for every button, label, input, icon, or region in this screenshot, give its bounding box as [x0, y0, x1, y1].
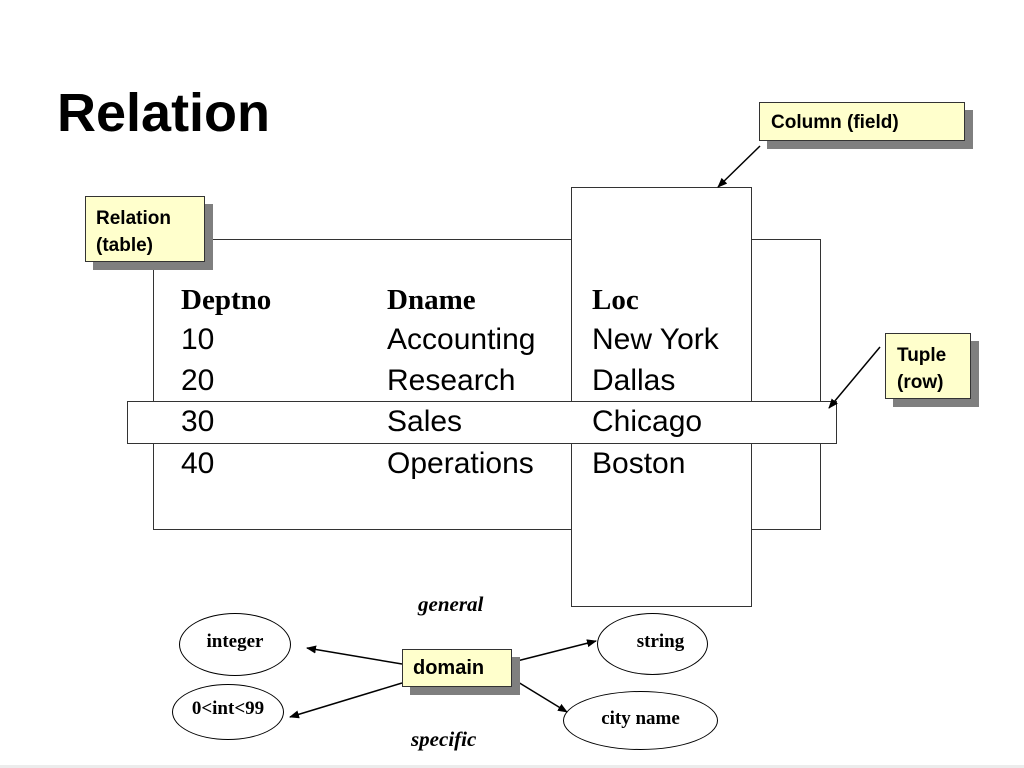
- slide-title: Relation: [57, 83, 271, 143]
- range-node-label: 0<int<99: [191, 698, 265, 719]
- slide-footer-line: [0, 765, 1024, 768]
- table-cell: Boston: [592, 447, 686, 480]
- range-node: 0<int<99: [172, 684, 284, 740]
- table-cell: Dallas: [592, 364, 676, 397]
- table-cell: Accounting: [387, 323, 536, 356]
- column-arrow: [717, 145, 761, 188]
- relation-callout: Relation (table): [85, 196, 205, 262]
- general-label: general: [418, 592, 484, 616]
- column-callout-label: Column (field): [771, 112, 899, 133]
- domain-to-string-arrow: [512, 639, 597, 663]
- city-node-label: city name: [601, 707, 680, 729]
- table-cell: Research: [387, 364, 516, 397]
- tuple-callout: Tuple (row): [885, 333, 971, 399]
- column-highlight: [571, 187, 752, 607]
- table-cell: Chicago: [592, 405, 703, 438]
- header-loc: Loc: [592, 284, 639, 316]
- domain-to-city-arrow: [512, 678, 568, 713]
- table-cell: New York: [592, 323, 719, 356]
- header-deptno: Deptno: [181, 284, 272, 316]
- relation-callout-line-2: (table): [96, 235, 153, 256]
- domain-box-label: domain: [413, 657, 485, 679]
- relation-callout-line-1: Relation: [96, 208, 171, 229]
- domain-to-range-arrow: [289, 682, 403, 719]
- table-cell: 40: [181, 447, 215, 480]
- string-node-label: string: [636, 631, 685, 652]
- integer-node-label: integer: [206, 630, 264, 652]
- specific-label: specific: [411, 727, 477, 751]
- domain-to-integer-arrow: [306, 645, 403, 665]
- tuple-arrow: [828, 346, 881, 409]
- integer-node: integer: [179, 613, 291, 676]
- tuple-callout-line-1: Tuple: [897, 345, 947, 366]
- table-cell: Sales: [387, 405, 463, 438]
- tuple-callout-line-2: (row): [897, 372, 944, 393]
- column-callout: Column (field): [759, 102, 965, 141]
- header-dname: Dname: [387, 284, 476, 316]
- table-cell: Operations: [387, 447, 534, 480]
- table-cell: 20: [181, 364, 215, 397]
- tuple-highlight: [127, 401, 837, 444]
- city-node: city name: [563, 691, 718, 750]
- domain-box: domain: [402, 649, 512, 687]
- string-node: string: [597, 613, 708, 675]
- table-cell: 10: [181, 323, 215, 356]
- table-cell: 30: [181, 405, 215, 438]
